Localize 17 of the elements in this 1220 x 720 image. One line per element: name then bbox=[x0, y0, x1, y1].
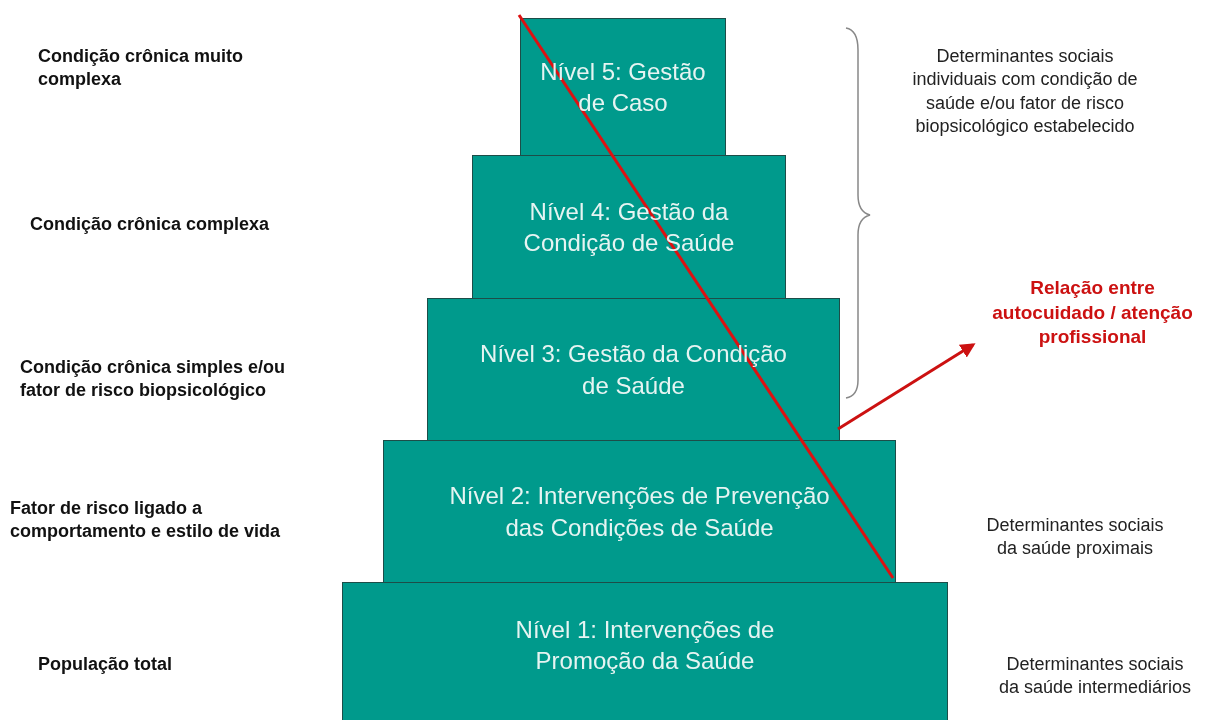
determinants-label: Determinantes sociais individuais com condição de saúde e/ou fator de risco biopsicológico estabelecido bbox=[911, 45, 1139, 139]
condition-label: População total bbox=[38, 653, 173, 676]
pyramid-level bbox=[342, 582, 948, 720]
pyramid-level bbox=[472, 155, 786, 299]
determinants-label: Determinantes sociais da saúde proximais bbox=[985, 514, 1165, 561]
level-text: Nível 2: Intervenções de Prevenção das Condições de Saúde bbox=[448, 481, 831, 543]
level-text: Nível 1: Intervenções de Promoção da Saúde bbox=[514, 614, 776, 676]
pyramid-level bbox=[383, 440, 896, 583]
pyramid-level bbox=[427, 298, 840, 441]
condition-label: Fator de risco ligado a comportamento e estilo de vida bbox=[10, 497, 282, 544]
arrow bbox=[837, 343, 976, 431]
condition-label: Condição crônica complexa bbox=[30, 213, 271, 236]
callout-text: Relação entre autocuidado / atenção profissional bbox=[975, 276, 1210, 362]
condition-label: Condição crônica muito complexa bbox=[38, 45, 245, 92]
determinants-label: Determinantes sociais da saúde intermediários bbox=[997, 653, 1193, 700]
pyramid-level bbox=[520, 18, 726, 156]
condition-label: Condição crônica simples e/ou fator de risco biopsicológico bbox=[20, 356, 287, 403]
